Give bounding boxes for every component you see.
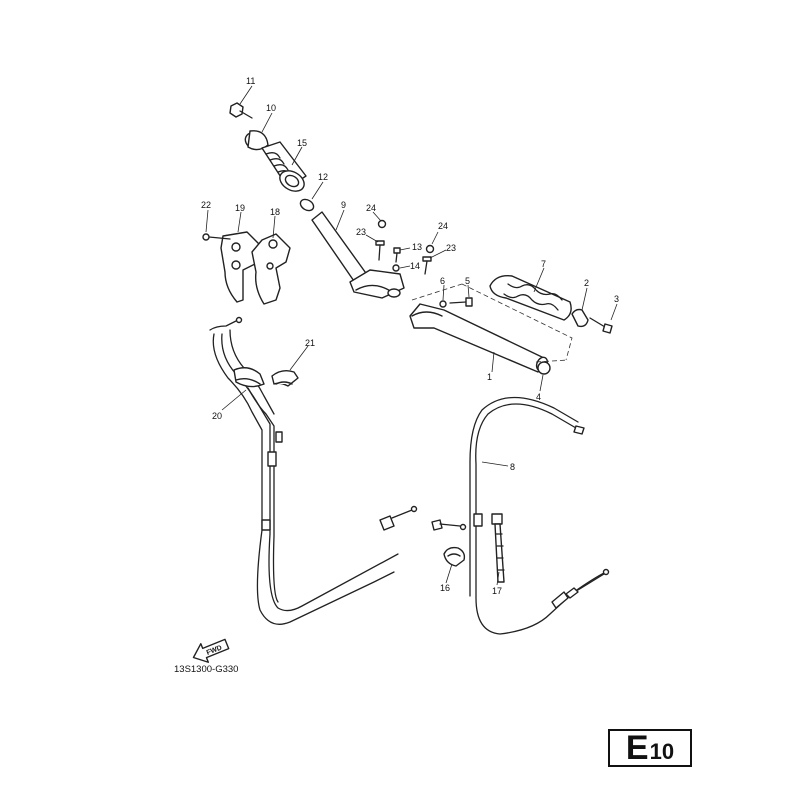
part-21-clamp [271,369,299,387]
callout-4: 4 [536,392,541,402]
callout-13: 13 [412,242,422,252]
part-19-switch-housing [220,231,260,303]
part-7-grip [489,275,572,321]
callout-14: 14 [410,261,420,271]
part-18-switch-housing [251,233,291,305]
callout-12: 12 [318,172,328,182]
part-9-left-handlebar [311,211,405,299]
part-2-end-weight [571,308,589,328]
page-badge: E 10 [608,729,692,767]
callout-23-center: 23 [356,227,366,237]
callout-23-right: 23 [446,243,456,253]
part-8-clutch-cable [469,396,610,635]
part-17-cable-tie [491,513,505,583]
diagram-code: 13S1300-G330 [174,664,239,675]
page-badge-letter: E [625,729,649,767]
callout-10: 10 [266,103,276,113]
callout-17: 17 [492,586,502,596]
part-20-throttle-cables [209,316,467,625]
part-3-screw [589,317,613,334]
callout-7: 7 [541,259,546,269]
callout-24-center: 24 [366,203,376,213]
leader-lines [205,85,618,586]
callout-16: 16 [440,583,450,593]
callout-15: 15 [297,138,307,148]
part-4-collar [537,361,551,375]
callout-labels: 11 10 15 12 9 24 23 13 14 24 23 6 5 7 2 … [201,76,619,596]
fwd-arrow-icon: FWD [192,638,230,663]
callout-8: 8 [510,462,515,472]
callout-24-right: 24 [438,221,448,231]
callout-2: 2 [584,278,589,288]
callout-20: 20 [212,411,222,421]
part-15-throttle-grip [261,141,307,192]
fastener-group-center [375,219,435,275]
part-11-screw [229,102,253,119]
callout-3: 3 [614,294,619,304]
part-22-screw [202,233,231,241]
callout-1: 1 [487,372,492,382]
page-badge-number: 10 [649,739,675,764]
callout-22: 22 [201,200,211,210]
part-16-clamp [443,546,466,567]
part-12-cap [299,198,315,212]
callout-6: 6 [440,276,445,286]
part-1-right-handlebar [409,303,549,373]
callout-19: 19 [235,203,245,213]
callout-21: 21 [305,338,315,348]
part-6-washer [439,300,447,308]
alignment-guide [411,283,573,363]
callout-11: 11 [246,76,255,86]
part-5-bolt [449,297,473,307]
callout-18: 18 [270,207,280,217]
part-10-grip-end [244,130,269,151]
callout-5: 5 [465,276,470,286]
callout-9: 9 [341,200,346,210]
